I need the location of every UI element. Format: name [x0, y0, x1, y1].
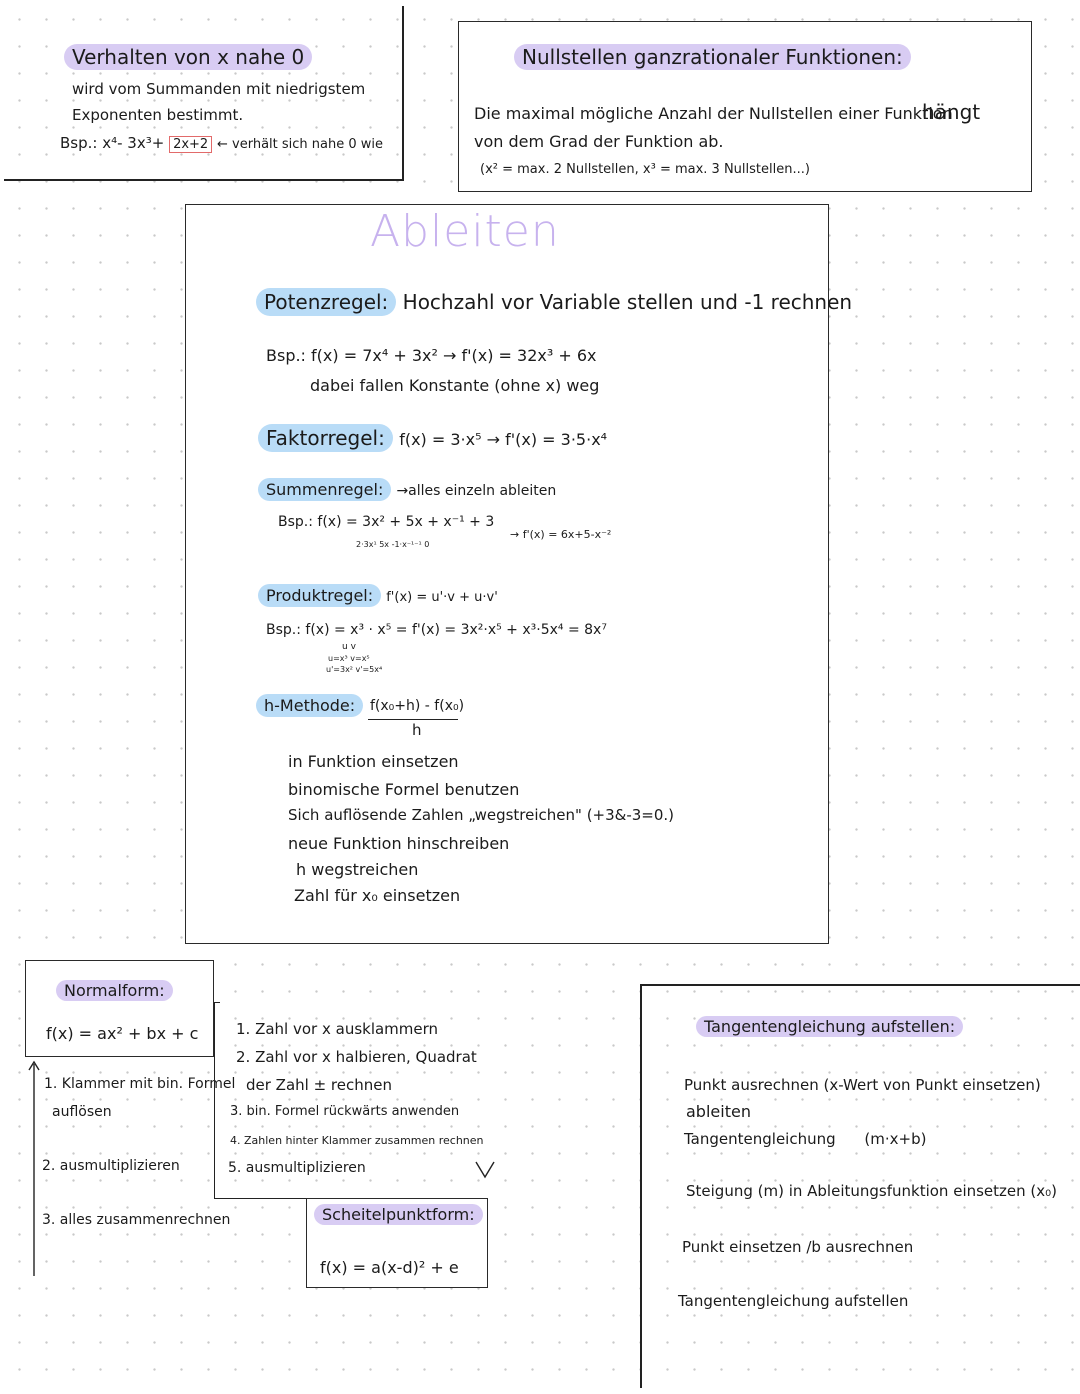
zeros-line2: von dem Grad der Funktion ab. [474, 132, 724, 151]
zeros-line1: Die maximal mögliche Anzahl der Nullstel… [474, 104, 953, 123]
h-step-5: h wegstreichen [296, 860, 419, 879]
derive-box [185, 204, 829, 944]
tangent-line3: Tangentengleichung (m·x+b) [684, 1130, 926, 1148]
derive-title: Ableiten [370, 206, 560, 257]
vertex-step-3: 3. bin. Formel rückwärts anwenden [230, 1104, 460, 1119]
behavior-line2: Exponenten bestimmt. [72, 106, 244, 124]
tangent-line3-formula: (m·x+b) [864, 1130, 927, 1148]
vertex-step-5: 5. ausmultiplizieren [228, 1160, 366, 1176]
normal-form-formula: f(x) = ax² + bx + c [46, 1024, 199, 1043]
factor-rule-label: Faktorregel: [258, 424, 393, 452]
vertex-step-2b: der Zahl ± rechnen [246, 1076, 392, 1094]
normal-form-up-arrow [28, 1060, 40, 1276]
h-step-3: Sich auflösende Zahlen „wegstreichen" (+… [288, 806, 675, 824]
product-rule-label: Produktregel: [258, 584, 382, 607]
factor-rule-text: f(x) = 3·x⁵ → f'(x) = 3·5·x⁴ [399, 430, 608, 449]
h-step-6: Zahl für x₀ einsetzen [294, 886, 461, 905]
power-rule-text: Hochzahl vor Variable stellen und -1 rec… [402, 290, 853, 314]
tangent-title: Tangentengleichung aufstellen: [696, 1016, 964, 1037]
sum-example: Bsp.: f(x) = 3x² + 5x + x⁻¹ + 3 [278, 514, 495, 530]
product-uv-2: u'=3x² v'=5x⁴ [326, 665, 383, 674]
h-method: h-Methode: [256, 694, 364, 717]
factor-rule: Faktorregel: f(x) = 3·x⁵ → f'(x) = 3·5·x… [258, 424, 607, 452]
normal-step-2: 2. ausmultiplizieren [42, 1158, 180, 1174]
tangent-line2: ableiten [686, 1102, 751, 1121]
product-rule-text: f'(x) = u'·v + u·v' [386, 590, 498, 605]
zeros-title: Nullstellen ganzrationaler Funktionen: [514, 44, 911, 70]
power-rule-label: Potenzregel: [256, 288, 397, 316]
h-fraction-line [368, 719, 458, 721]
tangent-line3-text: Tangentengleichung [684, 1130, 836, 1148]
behavior-example: Bsp.: x⁴- 3x³+ 2x+2 ← verhält sich nahe … [60, 134, 384, 153]
behavior-title: Verhalten von x nahe 0 [64, 44, 313, 70]
tangent-line1: Punkt ausrechnen (x-Wert von Punkt einse… [684, 1076, 1041, 1094]
h-numerator: f(x₀+h) - f(x₀) [370, 698, 465, 714]
power-example: Bsp.: f(x) = 7x⁴ + 3x² → f'(x) = 32x³ + … [266, 346, 597, 365]
product-uv-top: u v [342, 642, 356, 652]
normal-step-1b: auflösen [52, 1104, 112, 1120]
vertex-down-arrow [475, 1161, 495, 1179]
vertex-steps-border-bottom [214, 1198, 308, 1200]
h-step-2: binomische Formel benutzen [288, 780, 520, 799]
sum-result: → f'(x) = 6x+5-x⁻² [510, 528, 612, 541]
vertex-steps-border-top [214, 1002, 220, 1004]
behavior-example-boxed: 2x+2 [169, 136, 213, 153]
vertex-step-4: 4. Zahlen hinter Klammer zusammen rechne… [230, 1134, 484, 1147]
zeros-line1-end: hängt [922, 100, 981, 124]
vertex-step-1: 1. Zahl vor x ausklammern [236, 1020, 439, 1038]
sum-rule-label: Summenregel: [258, 478, 392, 501]
tangent-line5: Punkt einsetzen /b ausrechnen [682, 1238, 914, 1256]
product-uv-1: u=x³ v=x⁵ [328, 654, 370, 663]
sum-rule-text: →alles einzeln ableiten [396, 483, 557, 499]
tangent-border-left [640, 984, 642, 1388]
tangent-border-top [640, 984, 1080, 986]
power-rule: Potenzregel: Hochzahl vor Variable stell… [256, 288, 852, 316]
behavior-line1: wird vom Summanden mit niedrigstem [72, 80, 366, 98]
sum-rule: Summenregel: →alles einzeln ableiten [258, 478, 556, 501]
zeros-line3: (x² = max. 2 Nullstellen, x³ = max. 3 Nu… [480, 162, 810, 177]
top-left-border-right [402, 6, 404, 180]
h-step-4: neue Funktion hinschreiben [288, 834, 510, 853]
normal-form-title: Normalform: [56, 980, 173, 1001]
behavior-example-prefix: Bsp.: x⁴- 3x³+ [60, 134, 165, 152]
normal-form-box [25, 960, 214, 1057]
h-step-1: in Funktion einsetzen [288, 752, 459, 771]
product-example: Bsp.: f(x) = x³ · x⁵ = f'(x) = 3x²·x⁵ + … [266, 622, 607, 638]
h-method-label: h-Methode: [256, 694, 364, 717]
h-denominator: h [412, 721, 422, 739]
vertex-step-2: 2. Zahl vor x halbieren, Quadrat [236, 1048, 477, 1066]
product-rule: Produktregel: f'(x) = u'·v + u·v' [258, 584, 498, 607]
tangent-line4: Steigung (m) in Ableitungsfunktion einse… [686, 1182, 1058, 1200]
vertex-steps-border-left [214, 1002, 216, 1199]
normal-step-3: 3. alles zusammenrechnen [42, 1212, 231, 1228]
behavior-example-suffix: ← verhält sich nahe 0 wie [217, 137, 384, 152]
vertex-form-title: Scheitelpunktform: [314, 1204, 483, 1225]
vertex-form-formula: f(x) = a(x-d)² + e [320, 1258, 459, 1277]
power-note: dabei fallen Konstante (ohne x) weg [310, 376, 600, 395]
normal-step-1: 1. Klammer mit bin. Formel [44, 1076, 236, 1092]
sum-sub: 2·3x¹ 5x -1·x⁻¹⁻¹ 0 [356, 540, 430, 549]
tangent-line6: Tangentengleichung aufstellen [678, 1292, 909, 1310]
top-left-border-bottom [4, 179, 404, 181]
